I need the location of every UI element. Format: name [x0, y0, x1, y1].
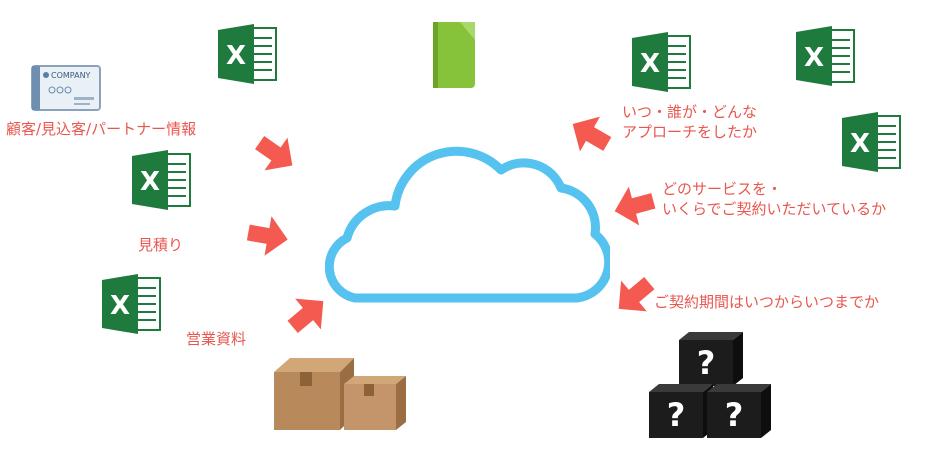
mystery-boxes-icon: ? ? ?: [645, 330, 777, 442]
svg-text:X: X: [804, 43, 824, 73]
svg-text:?: ?: [697, 344, 716, 382]
cardboard-boxes-icon: [270, 350, 410, 432]
label-contract-period: ご契約期間はいつからいつまでか: [654, 293, 880, 311]
excel-file-icon: X: [794, 24, 856, 88]
arrow-icon: [560, 104, 620, 164]
green-notebook-icon: [430, 20, 478, 90]
label-services-line1: どのサービスを・: [662, 180, 783, 198]
svg-text:?: ?: [667, 396, 686, 434]
svg-text:X: X: [226, 41, 246, 71]
svg-text:X: X: [140, 167, 160, 197]
business-card-icon: COMPANY: [30, 64, 102, 112]
arrow-icon: [277, 283, 339, 345]
excel-file-icon: X: [100, 272, 162, 336]
svg-text:X: X: [640, 49, 660, 79]
label-estimate: 見積り: [138, 236, 184, 254]
label-services-line2: いくらでご契約いただいているか: [662, 200, 887, 218]
excel-file-icon: X: [840, 110, 902, 174]
label-who-when-line2: アプローチをしたか: [622, 123, 758, 141]
label-sales-docs: 営業資料: [186, 330, 247, 348]
label-who-when-line1: いつ・誰が・どんな: [622, 103, 758, 121]
excel-file-icon: X: [216, 22, 278, 86]
arrow-icon: [607, 179, 661, 233]
cloud-icon: [324, 130, 614, 310]
arrow-icon: [243, 211, 294, 262]
excel-file-icon: X: [630, 30, 692, 94]
excel-file-icon: X: [130, 148, 192, 212]
arrow-icon: [603, 265, 665, 327]
svg-text:X: X: [110, 291, 130, 321]
label-customer-info: 顧客/見込客/パートナー情報: [6, 120, 197, 138]
svg-text:?: ?: [725, 396, 744, 434]
business-card-company-text: COMPANY: [51, 71, 91, 80]
svg-text:X: X: [850, 129, 870, 159]
arrow-icon: [245, 123, 306, 184]
